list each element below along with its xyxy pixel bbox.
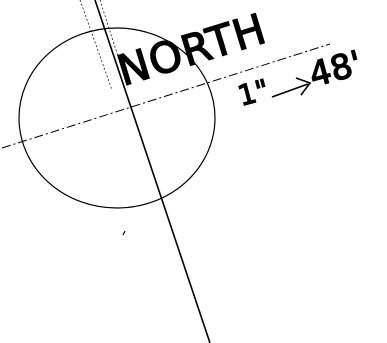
compass-circle	[18, 27, 216, 209]
stray-mark	[122, 230, 126, 236]
north-south-line	[94, 0, 211, 343]
hatch-line-left	[79, 0, 113, 91]
scale-right-label: 48'	[305, 43, 366, 95]
hatch-line-right	[99, 0, 129, 89]
scale-arrow-icon	[271, 77, 312, 98]
scale-left-label: 1"	[234, 73, 272, 113]
dashed-axis-line	[1, 43, 331, 149]
